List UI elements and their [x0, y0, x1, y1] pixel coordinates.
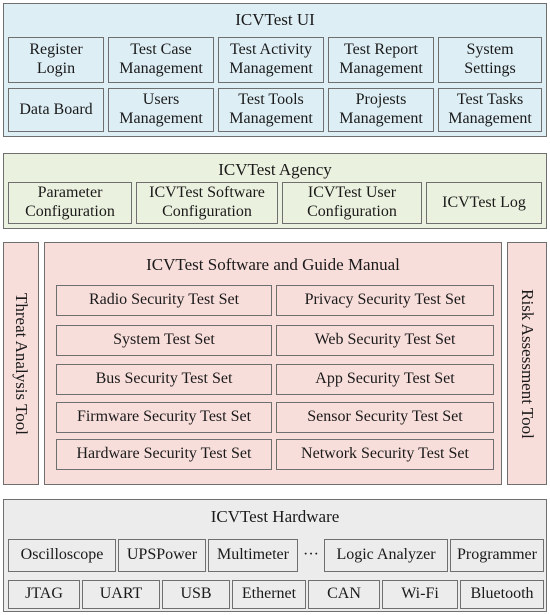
icvtest-ui-title: ICVTest UI [235, 10, 315, 29]
module-label-line2: Management [119, 60, 203, 77]
usb-interface: USB [162, 580, 230, 609]
module-label-line2: Configuration [25, 203, 115, 220]
ethernet-interface: Ethernet [232, 580, 306, 609]
data-board-module: Data Board [8, 88, 104, 132]
icvtest-hardware-title: ICVTest Hardware [210, 507, 340, 526]
module-label-line2: Management [229, 60, 313, 77]
icvtest-hardware-panel: ICVTest Hardware Oscilloscope UPSPower M… [3, 499, 547, 612]
module-label-line2: Management [119, 110, 203, 127]
icvtest-log-module: ICVTest Log [426, 182, 542, 224]
module-label-line1: System [466, 41, 514, 59]
module-label-line2: Configuration [307, 203, 397, 220]
test-set-label: Bus Security Test Set [95, 370, 233, 388]
interface-label: Bluetooth [470, 585, 534, 603]
test-set-label: Radio Security Test Set [88, 291, 240, 309]
threat-analysis-tool-label: Threat Analysis Tool [12, 292, 31, 435]
module-label-line2: Login [36, 60, 76, 77]
interface-label: Wi-Fi [401, 585, 439, 603]
threat-analysis-tool: Threat Analysis Tool [3, 242, 39, 485]
risk-assessment-tool: Risk Assessment Tool [507, 242, 547, 485]
test-set-label: Sensor Security Test Set [307, 408, 463, 426]
module-label-line1: Test Activity [230, 41, 312, 59]
software-guide-manual-panel: ICVTest Software and Guide Manual Radio … [44, 242, 502, 485]
test-set-label: System Test Set [113, 331, 215, 349]
more-instruments-ellipsis: ··· [303, 546, 319, 563]
radio-security-test-set: Radio Security Test Set [56, 285, 272, 316]
module-label-line1: Register [29, 41, 83, 59]
software-guide-manual-title: ICVTest Software and Guide Manual [146, 255, 400, 274]
module-label: Data Board [19, 100, 93, 118]
privacy-security-test-set: Privacy Security Test Set [276, 285, 494, 316]
test-set-label: Hardware Security Test Set [76, 445, 252, 463]
system-test-set: System Test Set [56, 325, 272, 356]
module-label-line1: Test Tools [238, 91, 304, 109]
wifi-interface: Wi-Fi [382, 580, 458, 609]
programmer-instrument: Programmer [450, 539, 544, 572]
test-set-label: Privacy Security Test Set [304, 291, 466, 309]
module-label-line1: Test Report [344, 41, 418, 59]
module-label-line1: Test Tasks [456, 91, 524, 109]
test-set-label: App Security Test Set [315, 370, 455, 388]
web-security-test-set: Web Security Test Set [276, 325, 494, 356]
instrument-label: Multimeter [217, 546, 289, 564]
hardware-security-test-set: Hardware Security Test Set [56, 439, 272, 470]
module-label-line2: Management [339, 110, 423, 127]
risk-assessment-tool-label: Risk Assessment Tool [518, 288, 537, 439]
bluetooth-interface: Bluetooth [460, 580, 544, 609]
module-label-line1: ICVTest User [307, 184, 397, 202]
network-security-test-set: Network Security Test Set [276, 439, 494, 470]
logic-analyzer-instrument: Logic Analyzer [324, 539, 448, 572]
module-label-line1: Parameter [37, 184, 103, 202]
instrument-label: Programmer [457, 546, 537, 564]
multimeter-instrument: Multimeter [208, 539, 298, 572]
module-label-line2: Management [448, 110, 532, 127]
can-interface: CAN [308, 580, 380, 609]
firmware-security-test-set: Firmware Security Test Set [56, 402, 272, 433]
instrument-label: Oscilloscope [20, 546, 104, 564]
module-label-line2: Management [339, 60, 423, 77]
module-label-line2: Management [229, 110, 313, 127]
interface-label: Ethernet [241, 585, 297, 603]
module-label-line2: Settings [464, 60, 516, 77]
bus-security-test-set: Bus Security Test Set [56, 364, 272, 395]
upspower-instrument: UPSPower [118, 539, 206, 572]
interface-label: USB [180, 585, 212, 603]
instrument-label: UPSPower [126, 546, 198, 564]
test-set-label: Network Security Test Set [301, 445, 469, 463]
app-security-test-set: App Security Test Set [276, 364, 494, 395]
module-label-line1: Test Case [130, 41, 192, 59]
instrument-label: Logic Analyzer [336, 546, 436, 564]
test-set-label: Web Security Test Set [314, 331, 456, 349]
sensor-security-test-set: Sensor Security Test Set [276, 402, 494, 433]
test-set-label: Firmware Security Test Set [76, 408, 252, 426]
interface-label: UART [99, 585, 143, 603]
jtag-interface: JTAG [8, 580, 80, 609]
module-label-line1: ICVTest Software [149, 184, 265, 202]
interface-label: JTAG [25, 585, 63, 603]
module-label: ICVTest Log [442, 193, 526, 211]
interface-label: CAN [327, 585, 361, 603]
oscilloscope-instrument: Oscilloscope [8, 539, 116, 572]
module-label-line2: Configuration [162, 203, 252, 220]
module-label-line1: Users [142, 91, 180, 109]
uart-interface: UART [82, 580, 160, 609]
module-label-line1: Projests [355, 91, 407, 109]
icvtest-agency-title: ICVTest Agency [218, 160, 332, 179]
